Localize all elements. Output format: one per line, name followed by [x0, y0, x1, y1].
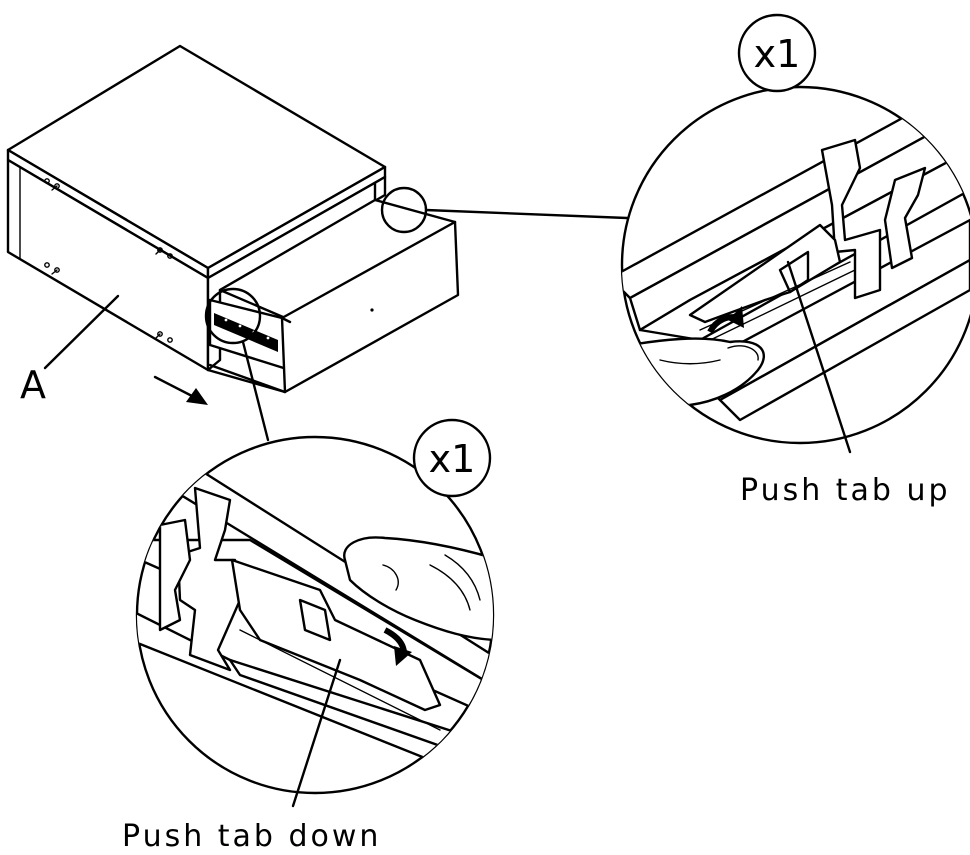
- callout-circle-lower: [204, 287, 262, 345]
- upper-instruction-leader: [786, 260, 852, 454]
- drawer-rail: [214, 313, 278, 352]
- lower-detail: x1 Push tab down: [122, 418, 495, 854]
- lower-instruction: Push tab down: [122, 819, 381, 854]
- part-label: A: [20, 363, 46, 407]
- cabinet-unit: [6, 44, 460, 394]
- lower-callout-leader: [241, 340, 270, 442]
- upper-detail-circle: [620, 85, 970, 445]
- lower-quantity: x1: [429, 437, 476, 481]
- upper-quantity-badge: [737, 13, 817, 93]
- rotate-arrow-icon: [383, 627, 412, 666]
- drawer-front: [280, 220, 460, 394]
- lower-instruction-leader: [291, 658, 342, 808]
- side-holes: [44, 178, 173, 343]
- upper-quantity: x1: [754, 32, 801, 76]
- rotate-arrow-icon: [707, 306, 744, 334]
- lower-quantity-badge: [412, 418, 492, 498]
- upper-callout-leader: [424, 208, 629, 220]
- upper-detail: x1 Push tab up: [620, 13, 970, 508]
- pull-arrow-icon: [153, 375, 208, 405]
- part-label-leader: [43, 294, 120, 370]
- upper-instruction: Push tab up: [740, 473, 951, 508]
